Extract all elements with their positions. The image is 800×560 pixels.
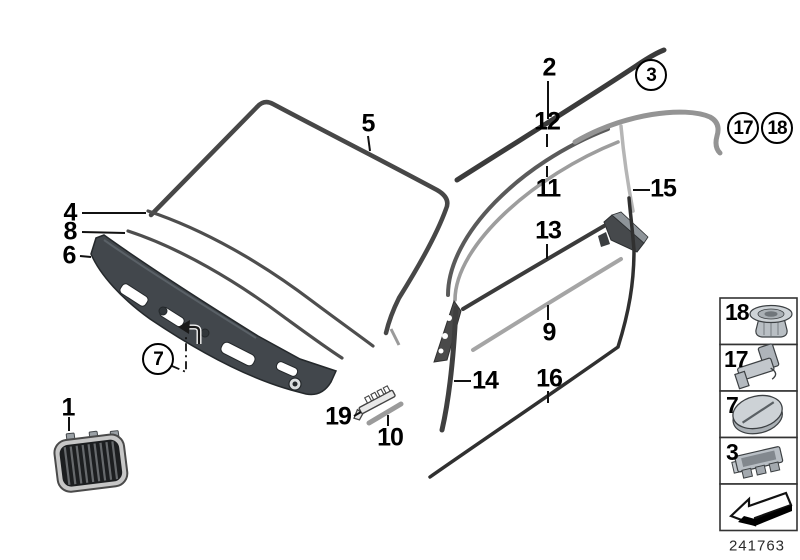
leader-line-6 <box>79 255 92 258</box>
drawing-number: 241763 <box>728 537 786 555</box>
cowl-slot <box>220 341 256 367</box>
cowl-dimple <box>158 306 168 316</box>
cowl-top-highlight <box>103 239 257 339</box>
callout-16[interactable]: 16 <box>536 364 563 393</box>
a-pillar-strip-part11 <box>453 140 620 302</box>
callout-12[interactable]: 12 <box>534 107 561 136</box>
grommet-clip-icon <box>749 304 793 338</box>
callout-6[interactable]: 6 <box>62 241 77 270</box>
windshield-moulding-part5 <box>148 99 450 336</box>
callout-7[interactable]: 7 <box>142 343 174 375</box>
belt-strip-inner-part9 <box>471 257 623 352</box>
callout-9[interactable]: 9 <box>542 318 557 347</box>
cowl-dimple <box>200 328 210 338</box>
legend-num-18[interactable]: 18 <box>725 299 750 325</box>
cowl-slot <box>275 361 299 377</box>
callout-10[interactable]: 10 <box>377 423 404 452</box>
callout-15[interactable]: 15 <box>650 174 677 203</box>
retainer-clip-icon <box>731 446 784 479</box>
callout-11[interactable]: 11 <box>535 174 561 203</box>
legend-num-17[interactable]: 17 <box>724 346 749 372</box>
cowl-grommet-center <box>292 381 298 387</box>
roof-rear-moulding <box>572 109 723 156</box>
legend-num-7[interactable]: 7 <box>726 392 739 418</box>
roof-edge-strip-part2 <box>454 47 667 183</box>
cover-cap-icon <box>732 394 783 435</box>
callout-2[interactable]: 2 <box>542 53 557 82</box>
callout-17[interactable]: 17 <box>727 112 759 144</box>
cowl-panel-group <box>90 234 338 396</box>
mirror-triangle-group <box>433 299 462 433</box>
bracket-clip-icon <box>734 343 780 390</box>
legend-sidebar <box>719 297 798 532</box>
kidney-grille-part1 <box>53 430 129 493</box>
door-frame-seal-part16 <box>428 196 636 479</box>
callout-1[interactable]: 1 <box>61 393 76 422</box>
front-channel-stub <box>389 328 401 346</box>
direction-arrow-icon <box>728 491 793 527</box>
callout-18[interactable]: 18 <box>761 112 793 144</box>
callout-4[interactable]: 4 <box>63 198 78 227</box>
leader-lines <box>68 81 650 431</box>
leader-line-5 <box>367 135 371 152</box>
callout-5[interactable]: 5 <box>361 109 376 138</box>
mirror-base-bracket <box>598 211 649 253</box>
b-pillar-strip-part15 <box>619 124 635 213</box>
grille-slats <box>63 441 119 486</box>
callout-19[interactable]: 19 <box>325 402 352 431</box>
cowl-panel-part6 <box>90 234 338 396</box>
windshield-moulding-group <box>126 99 450 360</box>
leader-line-8 <box>81 231 126 234</box>
legend-num-3[interactable]: 3 <box>726 439 739 465</box>
callout7-pointer <box>171 320 202 374</box>
lower-windshield-trim-part8 <box>126 229 344 360</box>
trim-strip-part10 <box>366 401 404 426</box>
bent-arrow-icon <box>188 325 201 344</box>
window-channel-part14 <box>439 305 459 433</box>
callout-13[interactable]: 13 <box>535 216 562 245</box>
callout-14[interactable]: 14 <box>472 366 499 395</box>
callout-3[interactable]: 3 <box>635 59 667 91</box>
lower-windshield-trim-part4 <box>146 209 375 348</box>
callout-8[interactable]: 8 <box>63 217 78 246</box>
belt-strip-outer-part13 <box>461 224 606 311</box>
leader-line-19 <box>353 411 362 417</box>
cowl-slot <box>119 283 149 307</box>
